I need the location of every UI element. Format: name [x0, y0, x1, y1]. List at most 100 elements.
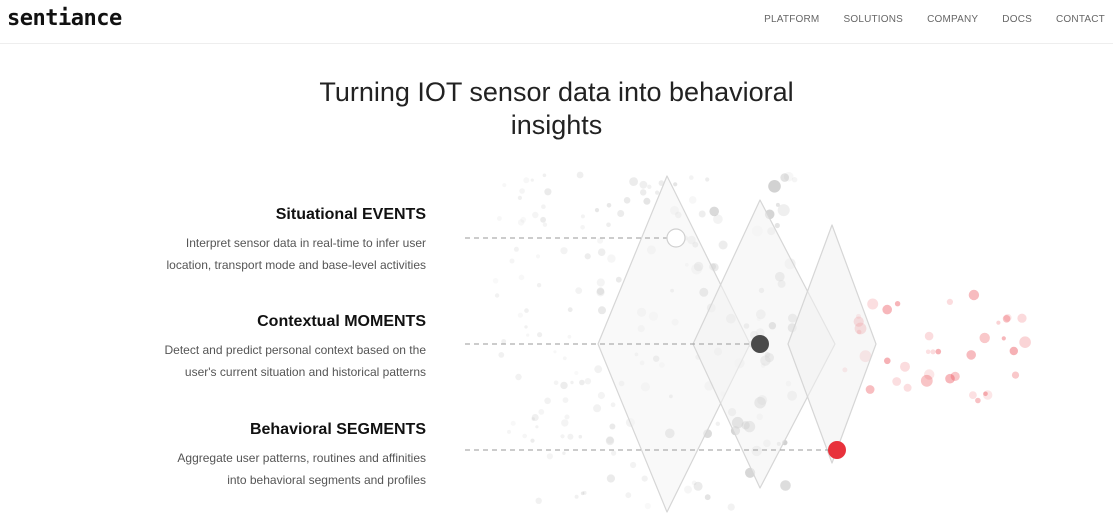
- scatter-dot: [718, 240, 728, 250]
- scatter-dot: [867, 298, 879, 310]
- scatter-dot: [691, 480, 697, 486]
- feature-situational-events: Situational EVENTS Interpret sensor data…: [66, 206, 426, 276]
- scatter-dot: [892, 377, 902, 386]
- scatter-dot: [584, 378, 592, 385]
- events-marker-dot: [666, 228, 686, 248]
- scatter-dot: [1002, 315, 1011, 323]
- nav-company[interactable]: COMPANY: [927, 14, 979, 25]
- nav-contact[interactable]: CONTACT: [1056, 14, 1105, 25]
- scatter-dot: [625, 492, 632, 499]
- scatter-dot: [950, 371, 960, 381]
- nav-platform[interactable]: PLATFORM: [764, 14, 820, 25]
- scatter-dot: [775, 202, 780, 207]
- scatter-dot: [1019, 336, 1031, 349]
- scatter-dot: [1017, 313, 1027, 323]
- nav-docs[interactable]: DOCS: [1002, 14, 1032, 25]
- site-header: sentiance PLATFORM SOLUTIONS COMPANY DOC…: [0, 0, 1113, 44]
- scatter-dot: [519, 188, 525, 194]
- scatter-dot: [562, 397, 569, 403]
- scatter-dot: [596, 287, 605, 296]
- scatter-dot: [606, 436, 614, 444]
- scatter-dot: [688, 196, 697, 204]
- scatter-dot: [517, 312, 524, 318]
- scatter-dot: [560, 247, 568, 255]
- feature-title: Contextual MOMENTS: [257, 313, 426, 330]
- scatter-dot: [542, 173, 547, 178]
- scatter-dot: [698, 210, 706, 218]
- scatter-dot: [560, 381, 568, 390]
- scatter-dot: [518, 274, 525, 281]
- scatter-dot: [605, 436, 615, 446]
- scatter-dot: [629, 177, 638, 187]
- hero-title-line-1: Turning IOT sensor data into behavioral: [319, 77, 794, 107]
- scatter-dot: [641, 475, 648, 482]
- scatter-dot: [924, 369, 935, 380]
- main-nav: PLATFORM SOLUTIONS COMPANY DOCS CONTACT: [764, 14, 1105, 25]
- scatter-dot: [609, 423, 616, 430]
- nav-solutions[interactable]: SOLUTIONS: [843, 14, 904, 25]
- scatter-dot: [562, 356, 567, 361]
- scatter-dot: [536, 283, 542, 288]
- scatter-dot: [673, 182, 678, 187]
- feature-description: Aggregate user patterns, routines and af…: [177, 451, 426, 487]
- scatter-dot: [564, 414, 570, 420]
- scatter-dot: [643, 197, 651, 205]
- scatter-dot: [584, 253, 591, 260]
- scatter-dot: [903, 383, 912, 392]
- scatter-dot: [617, 210, 625, 217]
- scatter-dot: [567, 433, 574, 440]
- scatter-dot: [975, 397, 981, 404]
- scatter-dot: [524, 308, 529, 313]
- scatter-dot: [768, 180, 781, 193]
- scatter-dot: [1003, 313, 1012, 322]
- scatter-dot: [538, 409, 545, 415]
- scatter-dot: [523, 177, 530, 184]
- scatter-dot: [630, 461, 637, 469]
- scatter-dot: [623, 197, 631, 204]
- scatter-dot: [713, 214, 723, 224]
- scatter-dot: [945, 373, 955, 384]
- scatter-dot: [537, 332, 543, 338]
- scatter-dot: [576, 171, 584, 179]
- scatter-dot: [1001, 336, 1006, 341]
- scatter-dot: [553, 350, 557, 354]
- connector-lines: [465, 237, 829, 451]
- scatter-dot: [780, 173, 789, 182]
- scatter-dot: [497, 216, 502, 221]
- scatter-dot: [501, 339, 507, 344]
- scatter-dot: [597, 248, 606, 256]
- segments-marker-dot: [828, 441, 846, 459]
- scatter-dot: [596, 288, 605, 297]
- scatter-dot: [607, 254, 616, 263]
- scatter-dot: [575, 287, 583, 294]
- scatter-dot: [510, 420, 516, 426]
- scatter-dot: [562, 451, 566, 455]
- feature-contextual-moments: Contextual MOMENTS Detect and predict pe…: [66, 313, 426, 383]
- scatter-dot: [535, 254, 541, 259]
- scatter-dot: [920, 374, 933, 387]
- scatter-dot: [515, 373, 522, 381]
- feature-description: Interpret sensor data in real-time to in…: [166, 236, 426, 272]
- scatter-dot: [520, 216, 527, 223]
- scatter-dot: [1011, 371, 1020, 379]
- scatter-dot: [946, 298, 954, 305]
- scatter-dot: [570, 380, 574, 385]
- scatter-dot: [606, 203, 612, 208]
- scatter-dot: [894, 301, 901, 307]
- scatter-dot: [709, 206, 719, 217]
- scatter-dot: [542, 222, 548, 227]
- scatter-dot: [966, 350, 976, 360]
- scatter-dot: [611, 450, 617, 456]
- scatter-dot: [610, 402, 616, 408]
- scatter-dot: [780, 480, 791, 491]
- scatter-dot: [900, 361, 910, 372]
- scatter-dot: [535, 497, 542, 504]
- sentiance-logo[interactable]: sentiance: [7, 6, 122, 31]
- scatter-dot: [541, 204, 546, 209]
- scatter-dot: [560, 434, 565, 439]
- scatter-dot: [865, 385, 875, 394]
- scatter-dot: [567, 334, 572, 339]
- scatter-dot: [544, 188, 552, 196]
- scatter-dot: [580, 225, 585, 230]
